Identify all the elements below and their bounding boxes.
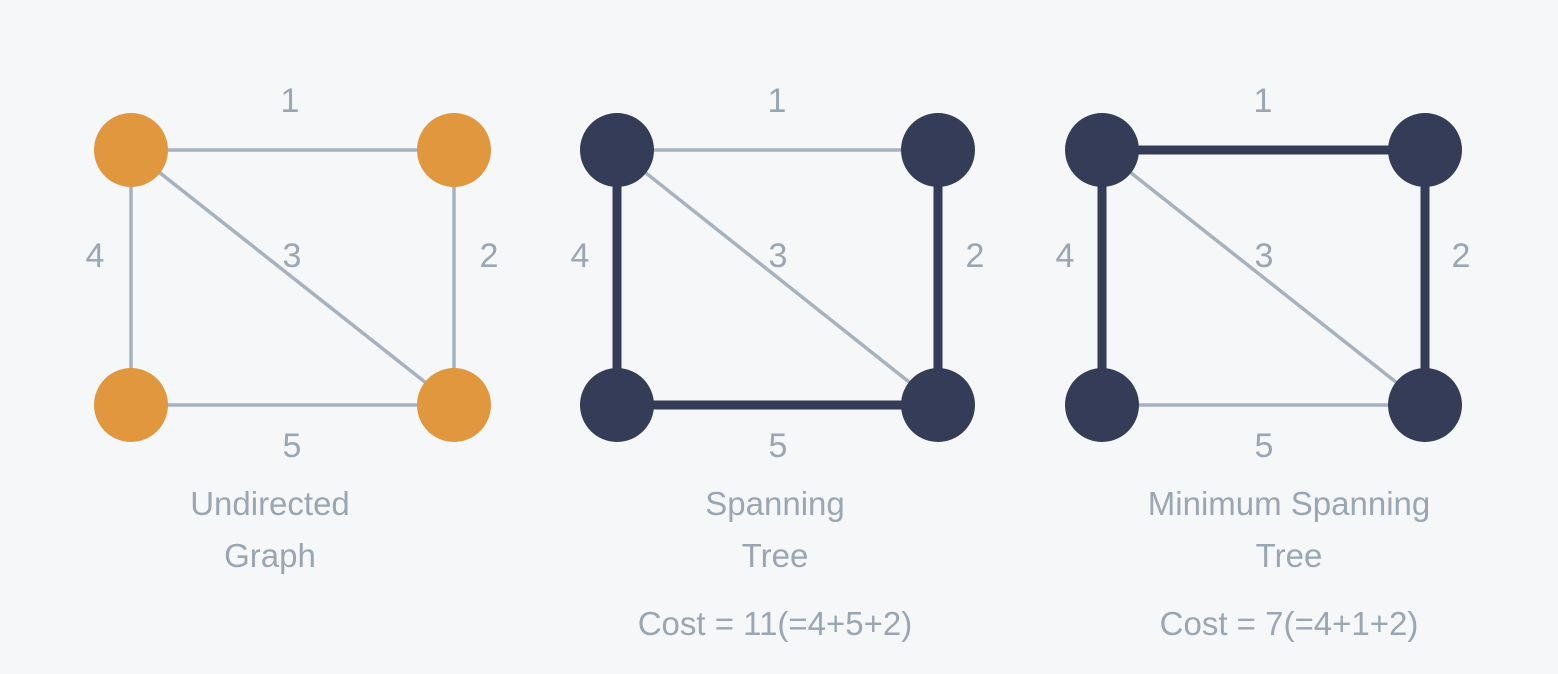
- edge-diagonal-weight-3: [615, 148, 940, 407]
- node-bottom-left[interactable]: [94, 368, 168, 442]
- node-bottom-left[interactable]: [1065, 368, 1139, 442]
- edge-label-top: 1: [1254, 82, 1273, 120]
- node-top-left[interactable]: [1065, 113, 1139, 187]
- node-top-right[interactable]: [901, 113, 975, 187]
- minimum-spanning-tree-figure: 1 4 3 2 5: [1056, 82, 1471, 465]
- node-top-right[interactable]: [1388, 113, 1462, 187]
- edge-label-top: 1: [281, 82, 300, 120]
- panel-undirected-graph: 1 4 3 2 5 Undirected Graph: [0, 0, 540, 674]
- edge-label-bottom: 5: [769, 427, 788, 465]
- node-bottom-right[interactable]: [901, 368, 975, 442]
- caption-undirected-graph: Undirected Graph: [190, 485, 350, 574]
- spanning-tree-figure: 1 4 3 2 5: [571, 82, 985, 465]
- node-bottom-right[interactable]: [1388, 368, 1462, 442]
- edge-label-diagonal: 3: [283, 237, 302, 275]
- panel-spanning-tree: 1 4 3 2 5 Spanning Tree Cost = 11(=4+5+2…: [520, 0, 1030, 674]
- node-bottom-right[interactable]: [417, 368, 491, 442]
- edge-label-left: 4: [571, 237, 590, 275]
- edge-label-right: 2: [480, 237, 499, 275]
- node-bottom-left[interactable]: [580, 368, 654, 442]
- edge-label-right: 2: [1452, 237, 1471, 275]
- edge-label-diagonal: 3: [769, 237, 788, 275]
- cost-minimum-spanning-tree: Cost = 7(=4+1+2): [1159, 605, 1419, 642]
- node-top-left[interactable]: [580, 113, 654, 187]
- edge-label-bottom: 5: [283, 427, 302, 465]
- panel-minimum-spanning-tree: 1 4 3 2 5 Minimum Spanning Tree Cost = 7…: [1020, 0, 1558, 674]
- caption-spanning-tree: Spanning Tree: [705, 485, 845, 574]
- edge-label-bottom: 5: [1255, 427, 1274, 465]
- edge-label-right: 2: [966, 237, 985, 275]
- node-top-left[interactable]: [94, 113, 168, 187]
- caption-minimum-spanning-tree: Minimum Spanning Tree: [1147, 485, 1431, 574]
- edge-label-diagonal: 3: [1255, 237, 1274, 275]
- edge-diagonal-weight-3: [129, 148, 456, 407]
- edge-diagonal-weight-3: [1100, 148, 1427, 407]
- edge-label-top: 1: [768, 82, 787, 120]
- undirected-graph-figure: 1 4 3 2 5: [86, 82, 499, 465]
- cost-spanning-tree: Cost = 11(=4+5+2): [637, 605, 913, 642]
- edge-label-left: 4: [1056, 237, 1075, 275]
- edge-label-left: 4: [86, 237, 105, 275]
- node-top-right[interactable]: [417, 113, 491, 187]
